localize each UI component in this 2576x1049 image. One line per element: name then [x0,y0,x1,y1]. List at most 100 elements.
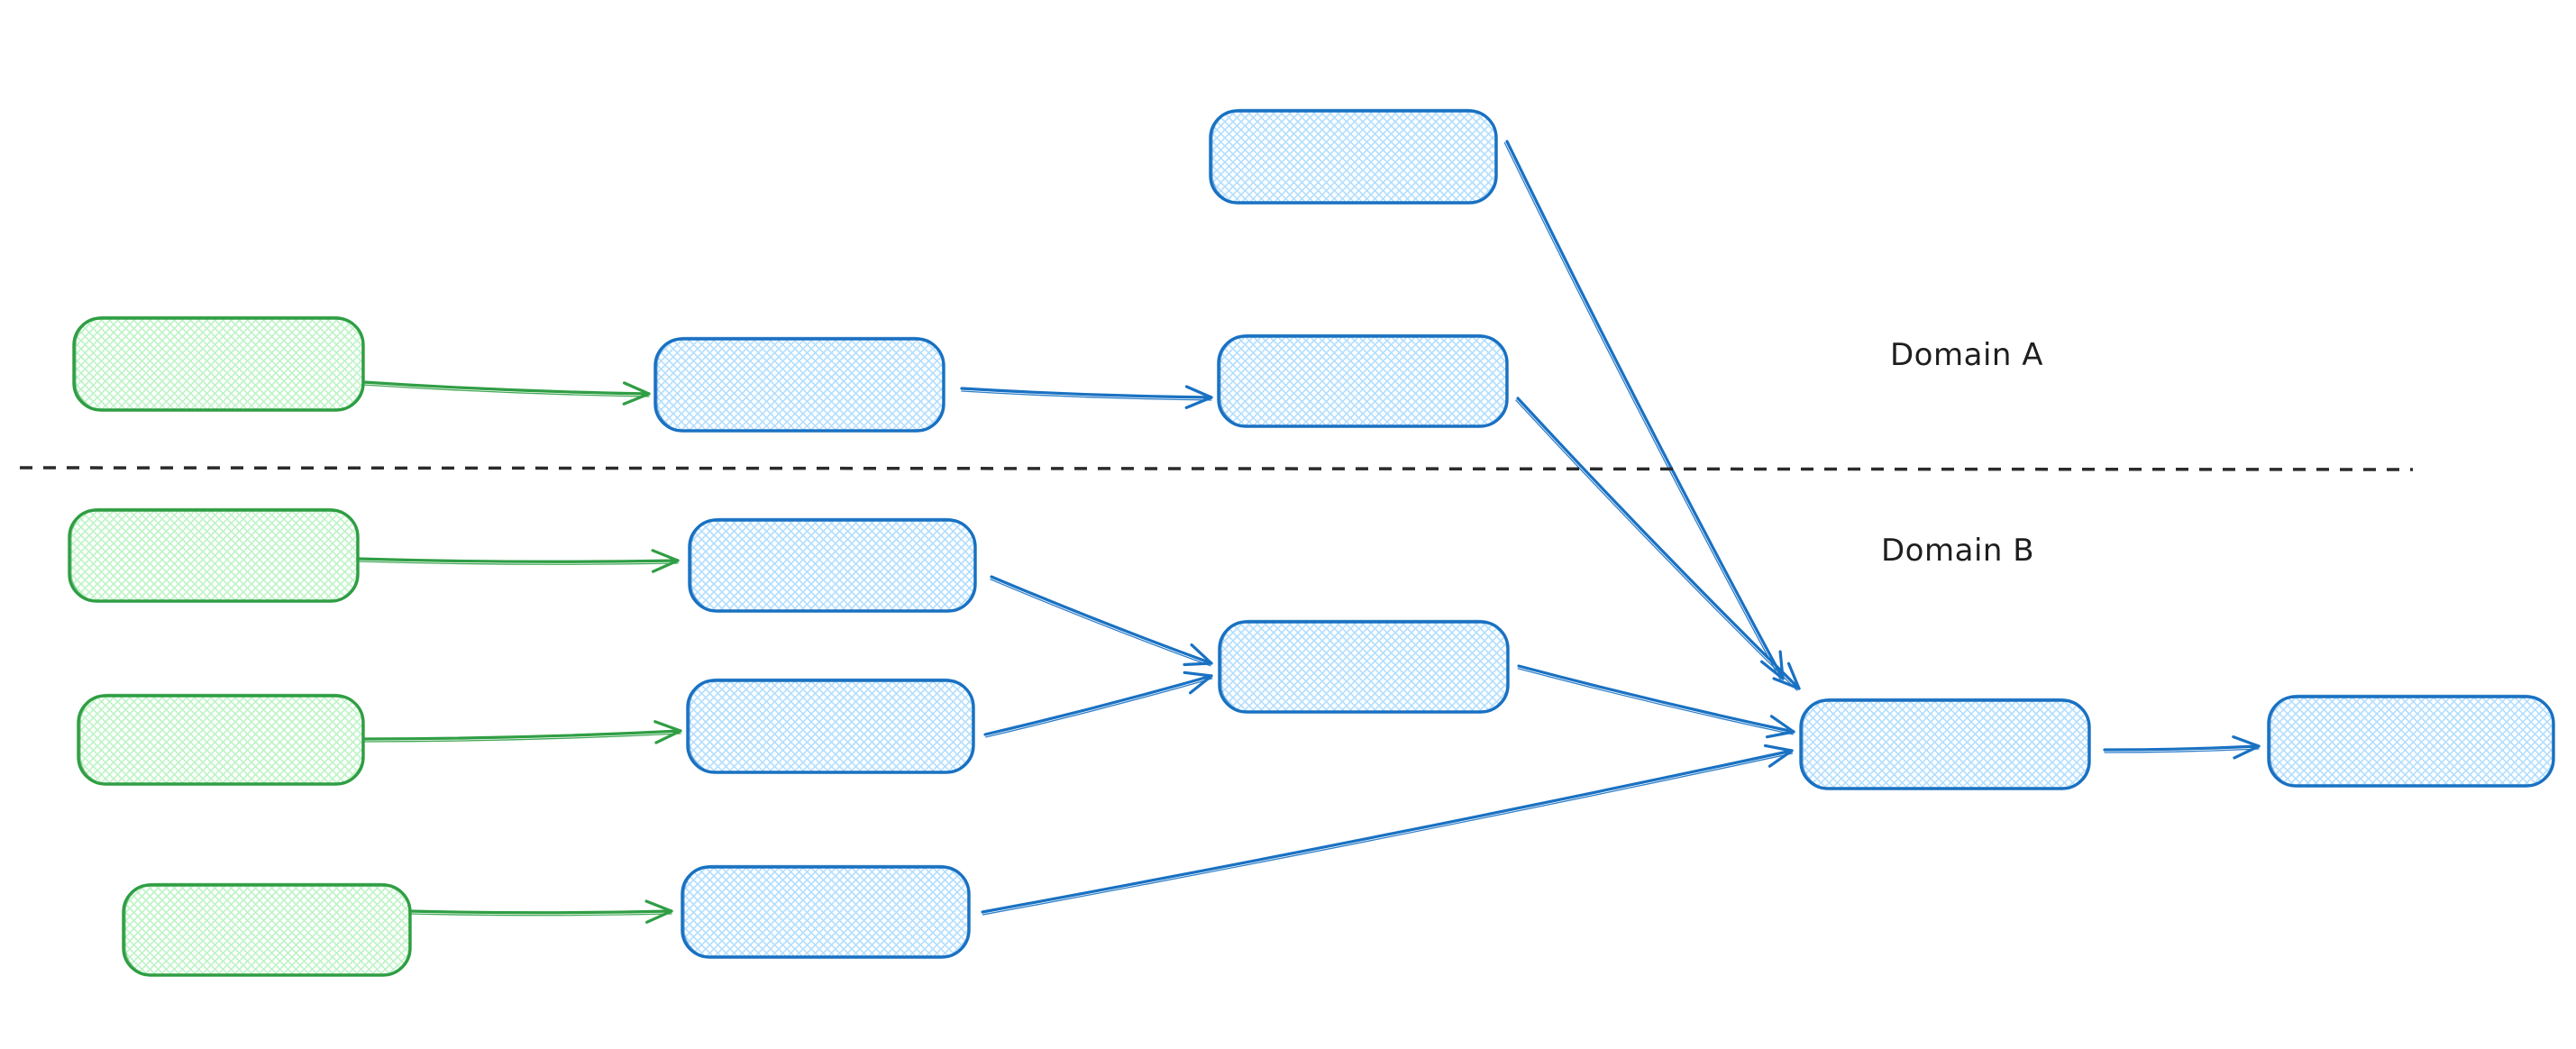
node-merge-b-box [1218,620,1510,714]
edge-stage-b1-to-merge-b-line [990,575,1213,665]
edge-source-b2-to-stage-b2-arrowhead [653,720,682,733]
node-source-b2-box [77,694,365,786]
node-stage-b2-overdraw [689,678,973,774]
edge-source-b1-to-stage-b1 [356,549,680,573]
node-output [2267,694,2555,788]
edge-merge-b-to-sink [1517,664,1795,739]
node-source-b1 [68,507,360,603]
edge-stage-a2-to-sink-echo [1515,399,1798,691]
edge-source-b2-to-stage-b2-line [363,729,682,741]
node-stage-b1-overdraw [690,517,975,613]
edge-top-source-a-to-sink-arrowhead [1759,660,1785,680]
edge-merge-b-to-sink-arrowhead [1765,730,1795,739]
edge-merge-b-to-sink-line [1517,664,1795,734]
node-stage-b3 [681,864,971,959]
edge-source-b3-to-stage-b3 [408,899,673,924]
edge-source-a-to-stage-a1-arrowhead [622,392,651,406]
domain-a-label: Domain A [1890,337,2043,373]
edge-merge-b-to-sink-arrowhead [1769,715,1795,734]
edge-stage-b2-to-merge-b-echo [985,678,1213,738]
edge-stage-b1-to-merge-b [990,575,1213,667]
node-stage-b3-box [681,865,971,959]
node-merge-b [1218,619,1510,714]
node-output-overdraw [2270,694,2553,788]
edge-merge-b-to-sink-echo [1517,668,1794,735]
edge-top-source-a-to-sink [1503,140,1785,681]
edge-stage-a1-to-stage-a2-line [960,387,1213,399]
node-source-b1-overdraw [70,507,358,603]
edge-source-a-to-stage-a1-echo [362,384,650,397]
domain-divider-line [19,466,2414,471]
edge-sink-to-output-arrowhead [2233,744,2261,760]
edge-stage-b1-to-merge-b-arrowhead [1183,661,1213,667]
edge-top-source-a-to-sink-echo [1503,141,1781,681]
edge-stage-b3-to-sink-arrowhead [1768,749,1794,768]
node-sink-overdraw [1802,698,2089,790]
node-output-box [2267,695,2555,788]
edge-stage-b3-to-sink-arrowhead [1763,743,1794,753]
node-source-a-box [72,316,365,412]
node-stage-b2-box [686,679,975,774]
node-merge-b-overdraw [1220,619,1508,714]
edge-stage-a2-to-sink-arrowhead [1786,661,1801,690]
node-stage-a2 [1217,333,1509,428]
edge-stage-a2-to-sink-arrowhead [1772,677,1801,690]
node-source-b1-box [68,508,360,603]
node-stage-b1 [688,517,977,613]
edge-source-b3-to-stage-b3-line [408,909,673,915]
node-stage-b2 [686,678,975,774]
edge-sink-to-output-echo [2104,748,2260,753]
node-source-a-overdraw [75,315,363,412]
edge-source-b2-to-stage-b2-echo [364,733,681,743]
node-source-b3-box [122,883,412,977]
node-stage-a1-overdraw [656,336,944,433]
edge-stage-a1-to-stage-a2-arrowhead [1184,385,1213,399]
edge-stage-b3-to-sink-line [981,749,1794,914]
edge-stage-b3-to-sink-echo [982,753,1794,916]
node-source-b2 [77,693,365,786]
node-stage-b3-overdraw [683,864,969,959]
edge-source-a-to-stage-a1-arrowhead [622,381,651,396]
edge-stage-a1-to-stage-a2-echo [961,390,1212,401]
edge-stage-b2-to-merge-b-arrowhead [1183,670,1213,678]
node-top-source-a-box [1209,109,1498,205]
edge-source-b3-to-stage-b3-echo [409,913,672,917]
edge-source-b3-to-stage-b3-arrowhead [644,899,673,913]
edge-source-b3-to-stage-b3-arrowhead [645,909,673,924]
edge-source-b1-to-stage-b1-echo [357,561,679,565]
edge-source-b2-to-stage-b2-arrowhead [654,729,682,744]
edge-sink-to-output-arrowhead [2232,735,2261,748]
node-source-a [72,315,365,412]
node-source-b3 [122,882,412,977]
edge-source-b1-to-stage-b1-arrowhead [651,549,680,562]
edge-source-b1-to-stage-b1-arrowhead [651,559,680,573]
edge-source-a-to-stage-a1 [361,380,651,406]
edge-top-source-a-to-sink-line [1505,140,1785,680]
edge-stage-b1-to-merge-b-echo [990,579,1211,667]
edge-stage-a1-to-stage-a2 [960,385,1213,409]
edge-sink-to-output-line [2103,744,2261,752]
edge-stage-a2-to-sink-line [1516,397,1801,690]
edge-stage-a2-to-sink [1515,397,1801,691]
node-stage-a1 [653,336,945,433]
domain-b-label: Domain B [1881,533,2034,569]
nodes-layer [68,108,2555,977]
edge-source-a-to-stage-a1-line [361,380,651,396]
node-source-b2-overdraw [79,693,363,786]
node-top-source-a [1209,108,1498,205]
edge-stage-a1-to-stage-a2-arrowhead [1184,396,1213,409]
node-stage-a2-overdraw [1219,333,1507,428]
edge-source-b2-to-stage-b2 [363,720,682,744]
edge-stage-b2-to-merge-b [983,670,1213,738]
edge-sink-to-output [2103,735,2261,760]
edge-stage-b2-to-merge-b-line [983,674,1213,736]
edge-stage-b2-to-merge-b-arrowhead [1189,674,1213,695]
node-stage-a2-box [1217,334,1509,428]
node-sink-box [1799,698,2091,790]
node-sink [1799,698,2091,790]
edge-source-b1-to-stage-b1-line [356,557,680,563]
edge-stage-b1-to-merge-b-arrowhead [1190,643,1213,665]
edges-layer [356,140,2261,924]
